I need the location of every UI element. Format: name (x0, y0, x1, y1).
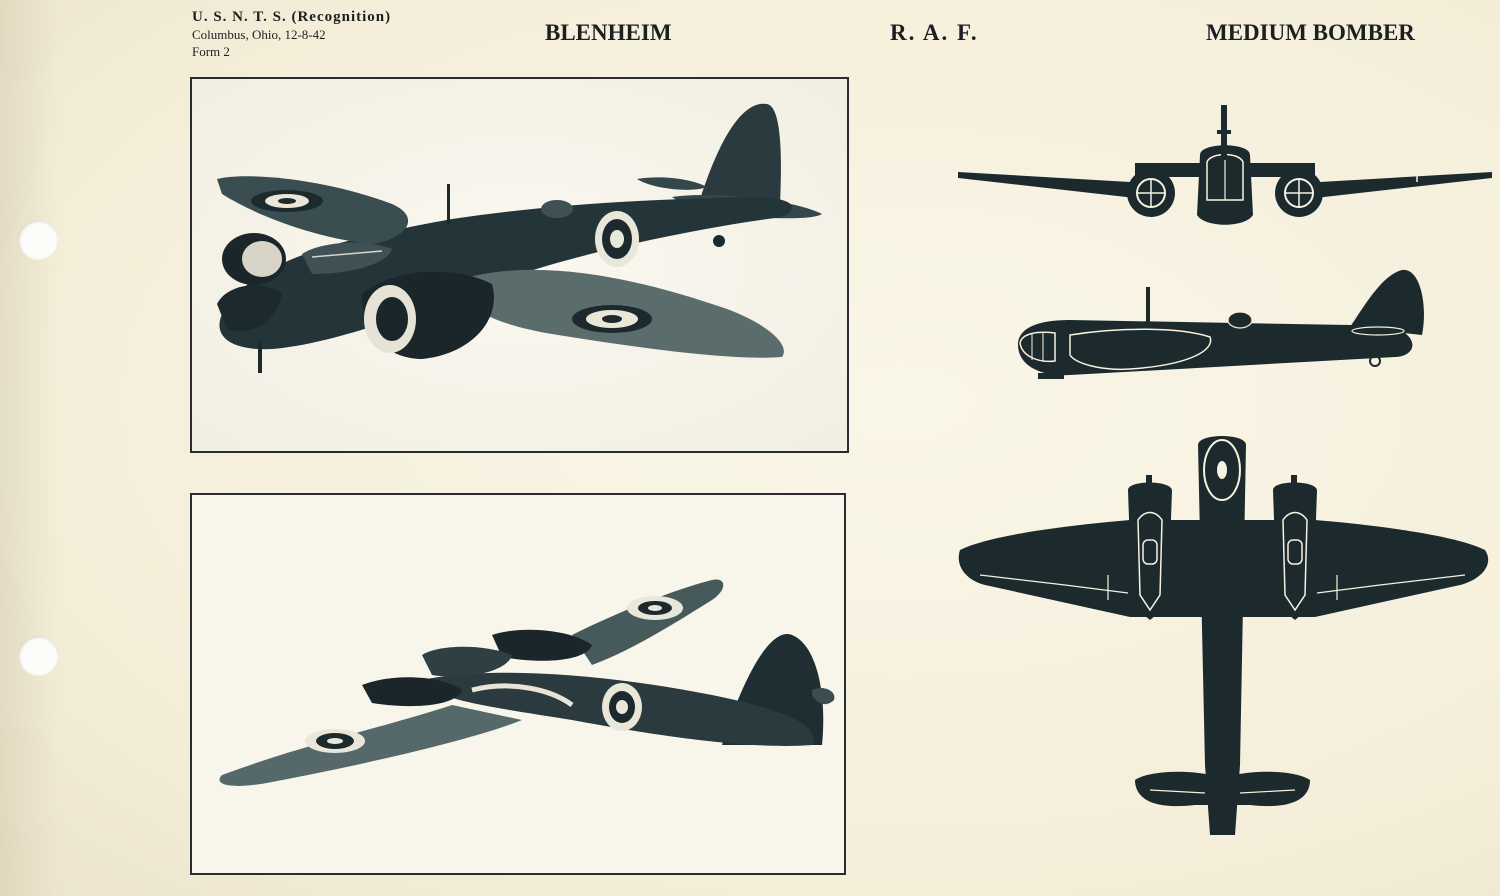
front-view-silhouette (955, 100, 1495, 235)
punch-hole-top (18, 220, 58, 260)
aircraft-name: BLENHEIM (545, 20, 672, 45)
header-location-date: Columbus, Ohio, 12-8-42 (192, 27, 326, 42)
aircraft-classification: MEDIUM BOMBER (1206, 20, 1415, 45)
plan-view-silhouette (950, 425, 1495, 855)
photo-bottom (190, 493, 846, 875)
paper-edge-shading (0, 0, 60, 896)
front-view-icon (958, 105, 1492, 225)
side-view-icon (1018, 269, 1424, 379)
blenheim-photo-front-quarter (192, 79, 847, 451)
card-header: U. S. N. T. S. (Recognition) Columbus, O… (192, 9, 391, 60)
punch-hole-bottom (18, 636, 58, 676)
photo-top (190, 77, 849, 453)
header-organization: U. S. N. T. S. (Recognition) (192, 9, 392, 25)
header-form: Form 2 (192, 44, 230, 59)
plan-view-icon (958, 436, 1489, 835)
side-view-silhouette (1010, 265, 1435, 390)
service-name: R. A. F. (890, 20, 979, 45)
blenheim-photo-banking (192, 495, 844, 873)
